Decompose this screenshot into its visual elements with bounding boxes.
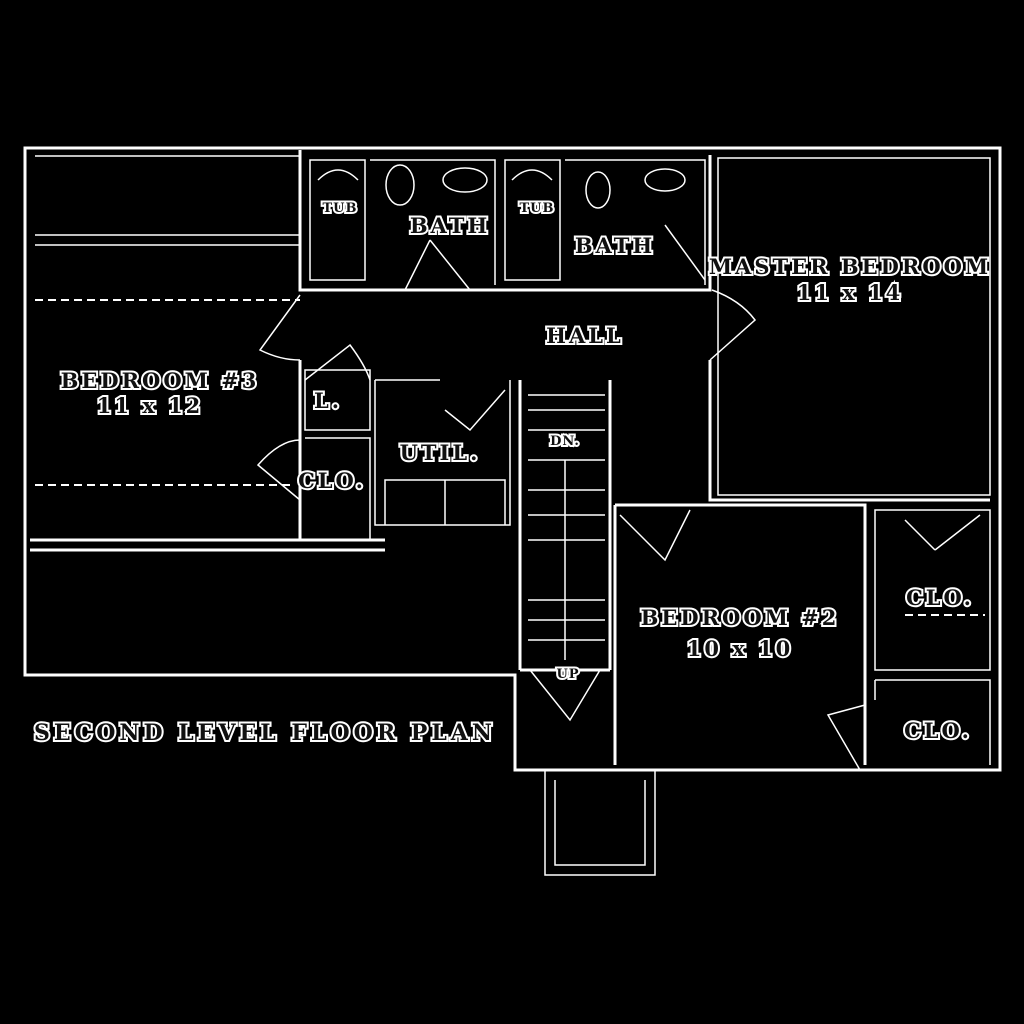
closet-label: CLO. (904, 718, 972, 743)
hall-label: HALL (546, 323, 624, 348)
master-bedroom-label: MASTER BEDROOM (709, 254, 991, 279)
bedroom2-label: BEDROOM #2 (641, 605, 840, 630)
walls (23, 146, 1002, 876)
tub1-label: TUB (323, 201, 358, 216)
linen-label: L. (314, 388, 342, 413)
door-swings (256, 224, 981, 771)
sink-icon (644, 168, 686, 192)
bedroom3-label: BEDROOM #3 (61, 368, 260, 393)
bath2-label: BATH (575, 233, 655, 258)
closet-label: CLO. (298, 468, 366, 493)
plan-title: SECOND LEVEL FLOOR PLAN (34, 720, 496, 746)
util-label: UTIL. (400, 440, 481, 465)
closet-label: CLO. (906, 585, 974, 610)
sink-icon (442, 167, 488, 193)
stairs-up-label: UP (556, 667, 579, 682)
fixtures (317, 164, 686, 209)
tub2-label: TUB (520, 201, 555, 216)
labels: BEDROOM #3 11 x 12 TUB TUB BATH BATH MAS… (32, 199, 991, 748)
master-bedroom-size: 11 x 14 (797, 280, 904, 305)
toilet-icon (385, 164, 415, 206)
bedroom2-size: 10 x 10 (687, 636, 794, 661)
toilet-icon (585, 171, 611, 209)
bath1-label: BATH (410, 213, 490, 238)
stairs-down-label: DN. (550, 434, 580, 449)
bedroom3-size: 11 x 12 (97, 393, 204, 418)
